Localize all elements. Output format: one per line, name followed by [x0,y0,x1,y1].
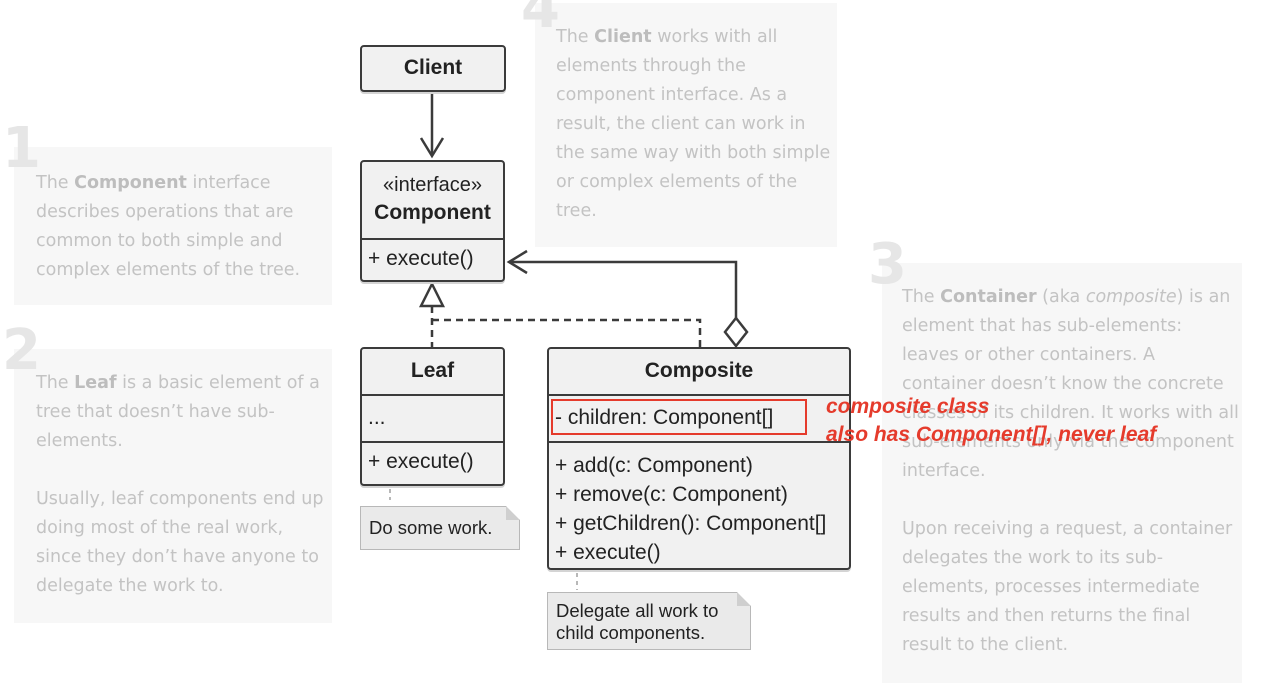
client-class-title: Client [403,56,463,79]
annotation-line-2: also has Component[], never leaf [826,423,1157,446]
component-methods: + execute() [362,238,503,279]
client-class-box: Client [360,45,506,92]
composite-field-children: - children: Component[] [555,406,774,429]
note-bold-term: Leaf [74,373,117,393]
note-text: The Leaf is a basic element of a tree th… [36,369,332,456]
note-number: 1 [2,116,41,181]
note-number: 3 [868,232,907,297]
composite-method-execute: + execute() [555,541,661,564]
composite-realization-line [432,318,702,347]
interface-stereotype: «interface» [383,174,482,196]
note-text-part: The [556,27,595,47]
leaf-class-title: Leaf [410,359,455,382]
note-text-part: ) is an element that has sub-elements: l… [902,287,1239,481]
composite-fields: - children: Component[] [549,394,849,441]
note-bold-term: Component [74,173,187,193]
association-arrowhead [419,137,445,159]
component-class-title: Component [374,201,491,224]
note-text-paragraph-2: Upon receiving a request, a container de… [902,519,1233,655]
note-text: The Client works with all elements throu… [556,23,837,226]
note-italic-term: composite [1085,287,1177,307]
composite-methods: + add(c: Component) + remove(c: Componen… [549,441,849,567]
note-bold-term: Container [940,287,1037,307]
realization-triangle [418,281,446,308]
composite-method-get-children: + getChildren(): Component[] [555,512,827,535]
note-text-part: The [36,173,75,193]
composite-method-add: + add(c: Component) [555,454,753,477]
composite-class-title: Composite [644,359,754,382]
note-bold-term: Client [594,27,652,47]
component-header: «interface» Component [362,162,503,238]
note-number: 2 [2,318,41,383]
leaf-methods: + execute() [362,441,503,485]
children-field-highlight [551,399,807,435]
composite-class-box: Composite - children: Component[] + add(… [547,347,851,570]
note-leaf-description: 2 The Leaf is a basic element of a tree … [2,323,332,623]
note-container-description: 3 The Container (aka composite) is an el… [868,237,1242,683]
note-client-description: 4 The Client works with all elements thr… [521,0,837,247]
component-method-execute: + execute() [368,247,474,270]
aggregation-arrowhead [506,249,528,275]
note-text-part: The [902,287,941,307]
leaf-method-execute: + execute() [368,450,474,473]
note-text-paragraph-2: Usually, leaf components end up doing mo… [36,489,324,596]
note-text-part: (aka [1036,287,1086,307]
note-text-part: The [36,373,75,393]
note-text: The Component interface describes operat… [36,169,332,285]
aggregation-line [509,260,738,320]
leaf-fields: ... [362,394,503,441]
annotation-line-1: composite class [826,395,990,418]
aggregation-diamond [723,315,749,349]
composite-sticky-line-1: Delegate all work to [556,600,719,621]
composite-sticky-note: Delegate all work to child components. [547,592,751,650]
leaf-class-box: Leaf ... + execute() [360,347,505,486]
component-interface-box: «interface» Component + execute() [360,160,505,282]
note-component-description: 1 The Component interface describes oper… [2,121,332,305]
composite-method-remove: + remove(c: Component) [555,483,788,506]
composite-sticky-line-2: child components. [556,622,706,643]
note-text-part: is a basic element of a tree that doesn’… [36,373,320,451]
note-text-part: interface describes operations that are … [36,173,301,280]
note-number: 4 [521,0,560,41]
leaf-sticky-note: Do some work. [360,506,520,550]
note-text: The Container (aka composite) is an elem… [902,283,1242,486]
leaf-field-ellipsis: ... [368,406,386,429]
leaf-sticky-text: Do some work. [369,517,493,538]
note-text-part: works with all elements through the comp… [556,27,831,221]
